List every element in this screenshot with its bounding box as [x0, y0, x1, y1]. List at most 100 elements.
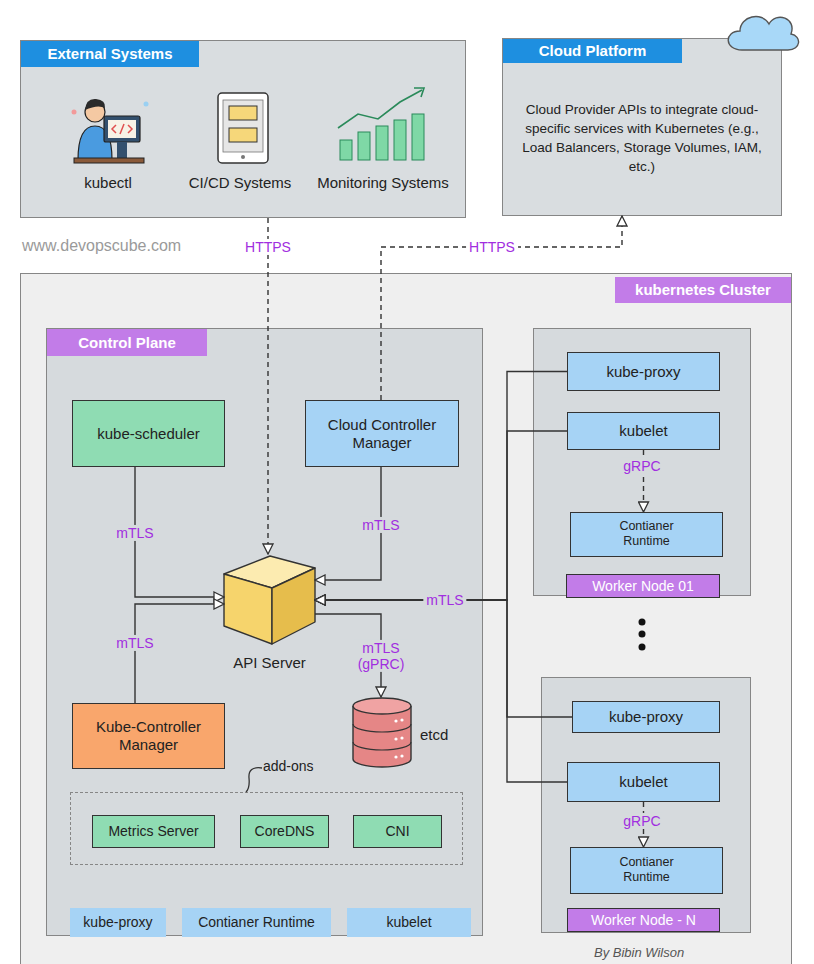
- component-box: kube-proxy: [572, 701, 720, 733]
- scheduler-box: kube-scheduler: [72, 400, 225, 467]
- protocol-label: HTTPS: [242, 239, 294, 255]
- dot: [639, 644, 646, 651]
- icon-caption: kubectl: [58, 174, 158, 191]
- cylinder-band: [353, 724, 411, 732]
- header-tab: Control Plane: [47, 329, 207, 356]
- box-text: Contianer Runtime: [601, 513, 692, 555]
- component-box: kubelet: [567, 762, 720, 802]
- chart-icon: [338, 88, 424, 160]
- cluster-panel: kubernetes ClusterControl Plane kube-sche…: [20, 273, 792, 964]
- box-text: Contianer Runtime: [182, 908, 331, 937]
- box-text: kube-scheduler: [73, 401, 224, 466]
- cylinder-shape: [352, 697, 412, 769]
- cylinder-dot: [400, 718, 403, 721]
- tablet-screen: [223, 100, 263, 152]
- desk: [74, 158, 144, 163]
- box-text: kube-proxy: [573, 702, 719, 732]
- icon-caption: CI/CD Systems: [180, 174, 300, 191]
- header-tab: External Systems: [21, 41, 199, 67]
- connector: [381, 216, 622, 400]
- worker-node-panel: Worker Node 01 kube-proxy kubeletContianer…: [533, 328, 751, 596]
- addons-group: add-onsMetrics ServerCoreDNSCNI: [70, 792, 463, 865]
- box-text: Contianer Runtime: [601, 848, 692, 892]
- tablet-frame: [218, 93, 268, 163]
- cloud-platform-panel: Cloud PlatformCloud Provider APIs to int…: [502, 38, 782, 216]
- connector: [315, 372, 567, 601]
- box-text: kube-proxy: [568, 353, 719, 390]
- pipeline-card: [229, 106, 257, 120]
- protocol-label: mTLS: [423, 592, 466, 608]
- protocol-label: mTLS: [113, 635, 156, 651]
- cube-face: [272, 568, 315, 644]
- person-hair: [85, 99, 105, 110]
- code-symbol: [112, 124, 132, 134]
- box-text: kubelet: [568, 763, 719, 801]
- person-body: [78, 126, 112, 160]
- runtime-box: Contianer Runtime: [570, 847, 723, 894]
- box-text: Cloud Provider APIs to integrate cloud-s…: [515, 77, 769, 201]
- addon-box: CNI: [353, 815, 442, 848]
- connector: [135, 604, 224, 703]
- api-server-cube: API Server: [224, 554, 315, 674]
- pipeline-card: [229, 128, 257, 142]
- header-tab: kubernetes Cluster: [615, 277, 791, 303]
- author-signature: By Bibin Wilson: [594, 945, 684, 960]
- header-tab: Worker Node 01: [566, 574, 720, 598]
- box-text: CNI: [354, 816, 441, 847]
- chart-bar: [358, 132, 370, 160]
- cylinder-dot: [394, 737, 397, 740]
- protocol-label: mTLS: [113, 525, 156, 541]
- cylinder-dot: [400, 754, 403, 757]
- tablet-icon: [218, 93, 268, 163]
- watermark: www.devopscube.com: [22, 237, 181, 255]
- cylinder-body: [353, 706, 411, 767]
- trend-arrow: [414, 88, 424, 97]
- monitor-stand: [117, 142, 127, 158]
- box-text: API Server: [199, 652, 340, 674]
- sparkle-dot: [144, 102, 149, 107]
- controller-manager-box: Kube-Controller Manager: [72, 703, 225, 769]
- cloud-controller-box: Cloud Controller Manager: [305, 400, 459, 467]
- protocol-label: mTLS: [359, 517, 402, 533]
- protocol-label: gRPC: [620, 813, 663, 829]
- icon-caption: Monitoring Systems: [303, 174, 463, 191]
- connector: [315, 600, 572, 717]
- connector: [315, 600, 567, 782]
- connector: [643, 450, 644, 512]
- connector: [643, 802, 644, 847]
- box-text: kubelet: [568, 413, 719, 449]
- box-text: CoreDNS: [241, 816, 328, 847]
- component-box: kube-proxy: [70, 908, 166, 937]
- chart-bar: [340, 140, 352, 160]
- protocol-label: gRPC: [620, 458, 663, 474]
- monitor-screen: [108, 120, 136, 138]
- sparkle-dot: [72, 110, 77, 115]
- runtime-box: Contianer Runtime: [570, 512, 723, 557]
- box-text: kube-proxy: [70, 908, 166, 937]
- monitor: [104, 116, 140, 142]
- cube-face: [224, 574, 272, 644]
- connector: [135, 467, 224, 597]
- component-box: Contianer Runtime: [182, 908, 331, 937]
- cylinder-band: [353, 742, 411, 750]
- tablet-button: [241, 155, 245, 159]
- worker-node-panel: Worker Node - N kube-proxy kubeletContiane…: [541, 677, 751, 933]
- header-tab: Worker Node - N: [567, 908, 720, 932]
- addon-box: Metrics Server: [92, 815, 215, 848]
- trend-line: [338, 90, 422, 128]
- cloud-icon: [728, 17, 798, 50]
- component-box: kubelet: [347, 908, 471, 937]
- external-systems-panel: External Systems: [20, 40, 466, 218]
- cylinder-dot: [394, 755, 397, 758]
- cylinder-dot: [400, 736, 403, 739]
- header-tab: Cloud Platform: [503, 39, 682, 63]
- cylinder-top: [353, 698, 411, 714]
- box-text: Kube-Controller Manager: [73, 704, 224, 768]
- person-head: [85, 102, 105, 122]
- protocol-label: mTLS (gPRC): [354, 640, 408, 672]
- component-box: kube-proxy: [567, 352, 720, 391]
- connector: [315, 467, 381, 580]
